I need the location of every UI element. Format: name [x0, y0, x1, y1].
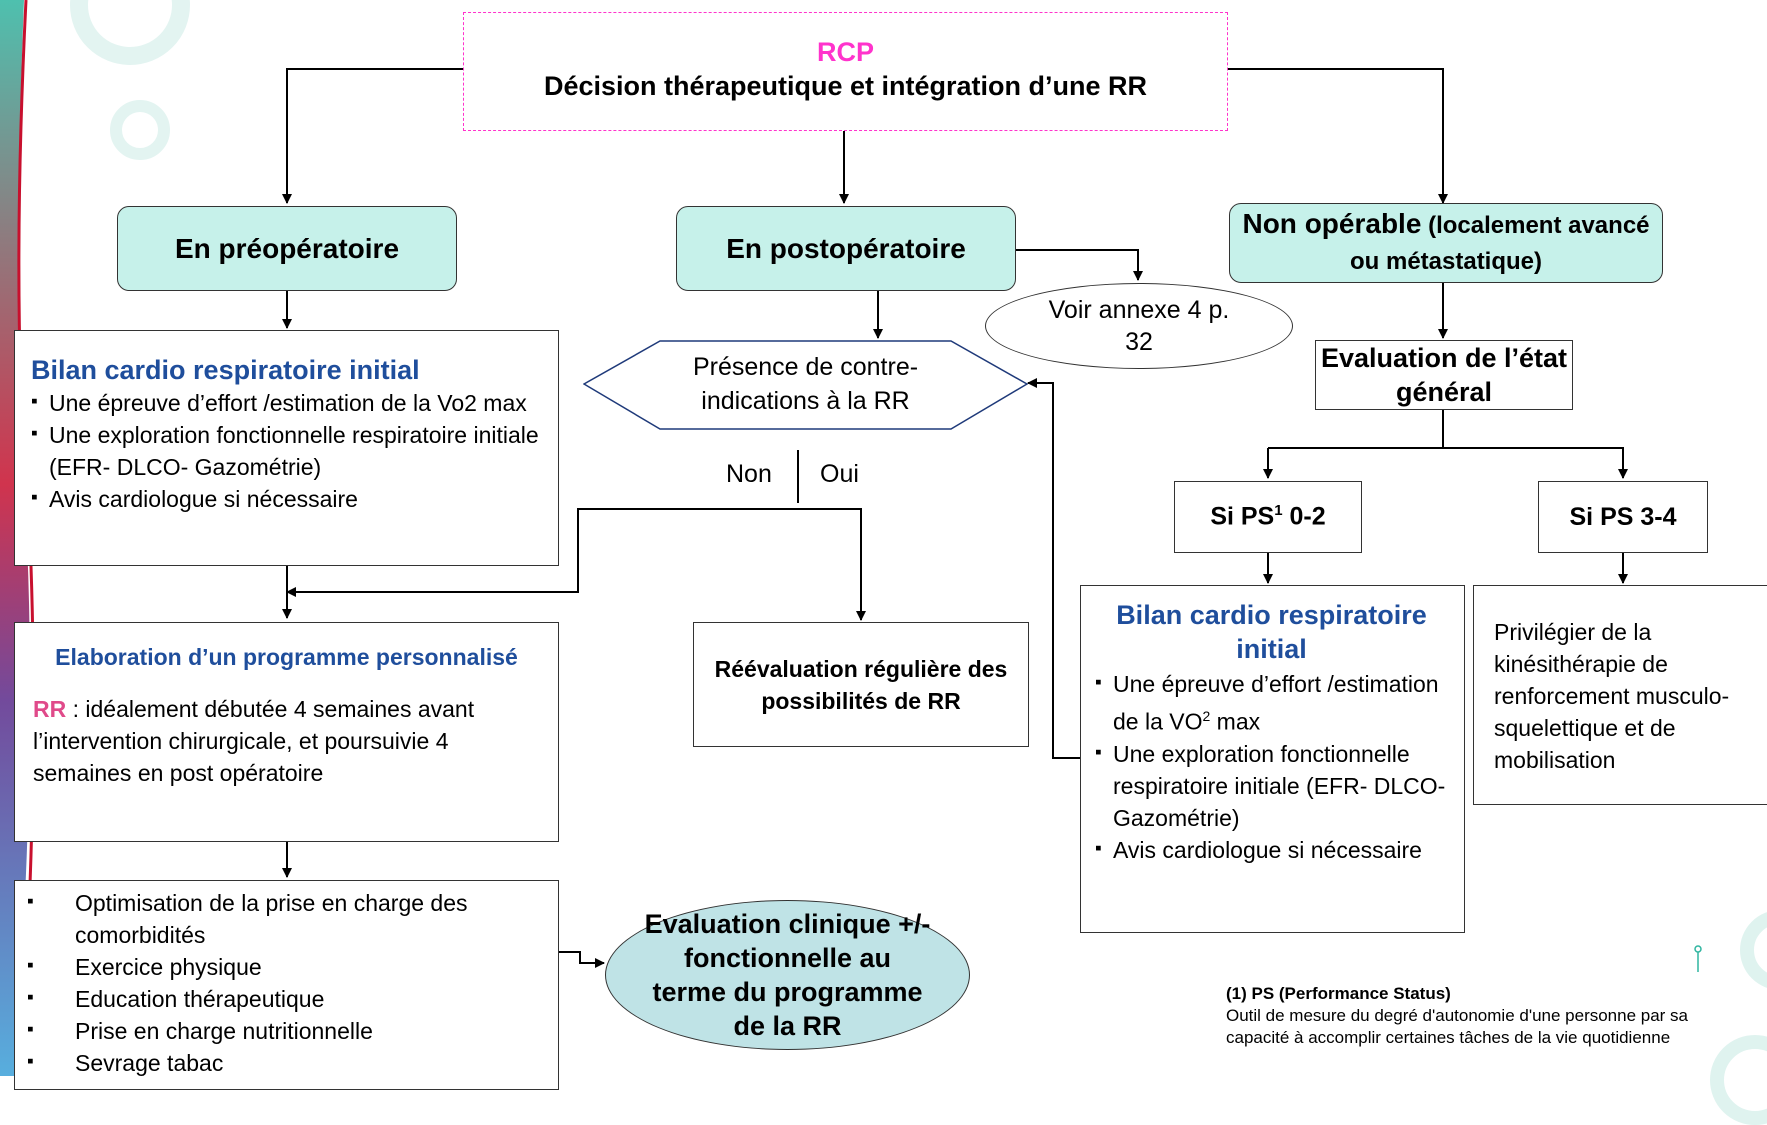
list-item: Une épreuve d’effort /estimation de la V… [31, 386, 544, 419]
postoperatoire-box: En postopératoire [676, 206, 1016, 291]
decision-title: Décision thérapeutique et intégration d’… [543, 71, 1148, 101]
non-operable-bold: Non opérable [1242, 208, 1422, 239]
non-operable-detail: (localement avancé ou métastatique) [1349, 212, 1650, 275]
bilan-left-title: Bilan cardio respiratoire initial [31, 355, 420, 385]
ps-3-4-box: Si PS 3-4 [1538, 481, 1708, 553]
ps-0-2-range: 0-2 [1282, 502, 1326, 531]
kinesitherapie-text: Privilégier de la kinésithérapie de renf… [1494, 619, 1730, 773]
footnote-text: Outil de mesure du degré d'autonomie d'u… [1226, 1006, 1689, 1047]
non-operable-label: Non opérable (localement avancé ou métas… [1230, 207, 1662, 279]
flow-connectors [282, 68, 1628, 968]
preoperatoire-box: En préopératoire [117, 206, 457, 291]
contre-indications-hexagon: Présence de contre-indications à la RR [583, 340, 1028, 430]
list-item: Sevrage tabac [23, 1046, 548, 1079]
list-item: Education thérapeutique [23, 982, 548, 1015]
list-item: Une épreuve d’effort /estimation de la V… [1095, 667, 1448, 738]
programme-text: RR : idéalement débutée 4 semaines avant… [33, 693, 540, 789]
list-item: Prise en charge nutritionnelle [23, 1014, 548, 1047]
ps-3-4-label: Si PS 3-4 [1569, 502, 1677, 531]
list-item: Une exploration fonctionnelle respiratoi… [1095, 737, 1448, 834]
actions-box: Optimisation de la prise en charge des c… [14, 880, 559, 1090]
ps-0-2-prefix: Si PS [1210, 502, 1275, 531]
etat-general-box: Evaluation de l’état général [1315, 340, 1573, 410]
reevaluation-text: Réévaluation régulière des possibilités … [714, 655, 1008, 714]
oui-label: Oui [820, 460, 859, 488]
bilan-left-list: Une épreuve d’effort /estimation de la V… [31, 386, 544, 515]
ps-0-2-footnote-ref: 1 [1274, 502, 1283, 520]
ps-0-2-box: Si PS1 0-2 [1174, 481, 1362, 553]
list-item: Une exploration fonctionnelle respiratoi… [31, 418, 544, 483]
rcp-decision-box: RCP Décision thérapeutique et intégratio… [463, 12, 1228, 131]
vo2-subscript: 2 [1202, 708, 1211, 724]
etat-general-text: Evaluation de l’état général [1320, 343, 1568, 407]
postoperatoire-label: En postopératoire [726, 232, 966, 264]
annexe-ellipse: Voir annexe 4 p. 32 [985, 283, 1293, 369]
pin-icon [1693, 944, 1703, 974]
programme-title: Elaboration d’un programme personnalisé [55, 644, 518, 670]
contre-indications-text: Présence de contre-indications à la RR [692, 353, 919, 415]
annexe-text: Voir annexe 4 p. 32 [1048, 296, 1230, 356]
ps-0-2-label: Si PS1 0-2 [1210, 502, 1325, 531]
list-item: Avis cardiologue si nécessaire [31, 482, 544, 515]
evaluation-clinique-text: Evaluation clinique +/- fonctionnelle au… [644, 909, 931, 1041]
footnote: (1) PS (Performance Status) Outil de mes… [1226, 983, 1706, 1049]
programme-rr: RR [33, 696, 67, 722]
bilan-cardio-left-box: Bilan cardio respiratoire initial Une ép… [14, 330, 559, 566]
programme-description: : idéalement débutée 4 semaines avant l’… [33, 696, 475, 786]
rcp-title: RCP [816, 37, 874, 67]
list-item: Avis cardiologue si nécessaire [1095, 833, 1448, 866]
list-item: Exercice physique [23, 950, 548, 983]
bilan-right-title: Bilan cardio respiratoire initial [1116, 600, 1427, 664]
actions-list: Optimisation de la prise en charge des c… [23, 886, 548, 1079]
bilan-right-list: Une épreuve d’effort /estimation de la V… [1095, 667, 1448, 866]
non-operable-box: Non opérable (localement avancé ou métas… [1229, 203, 1663, 283]
footnote-title: (1) PS (Performance Status) [1226, 984, 1451, 1003]
programme-personnalise-box: Elaboration d’un programme personnalisé … [14, 622, 559, 842]
bilan-cardio-right-box: Bilan cardio respiratoire initial Une ép… [1080, 585, 1465, 933]
kinesitherapie-box: Privilégier de la kinésithérapie de renf… [1473, 585, 1767, 805]
evaluation-clinique-ellipse: Evaluation clinique +/- fonctionnelle au… [605, 900, 970, 1050]
hexagon-shape [583, 340, 1028, 430]
non-label: Non [726, 460, 772, 488]
bilan-right-item1-end: max [1210, 708, 1261, 735]
list-item: Optimisation de la prise en charge des c… [23, 886, 548, 951]
reevaluation-box: Réévaluation régulière des possibilités … [693, 622, 1029, 747]
bilan-right-item1: Une épreuve d’effort /estimation de la V… [1113, 671, 1439, 735]
preoperatoire-label: En préopératoire [174, 232, 400, 264]
